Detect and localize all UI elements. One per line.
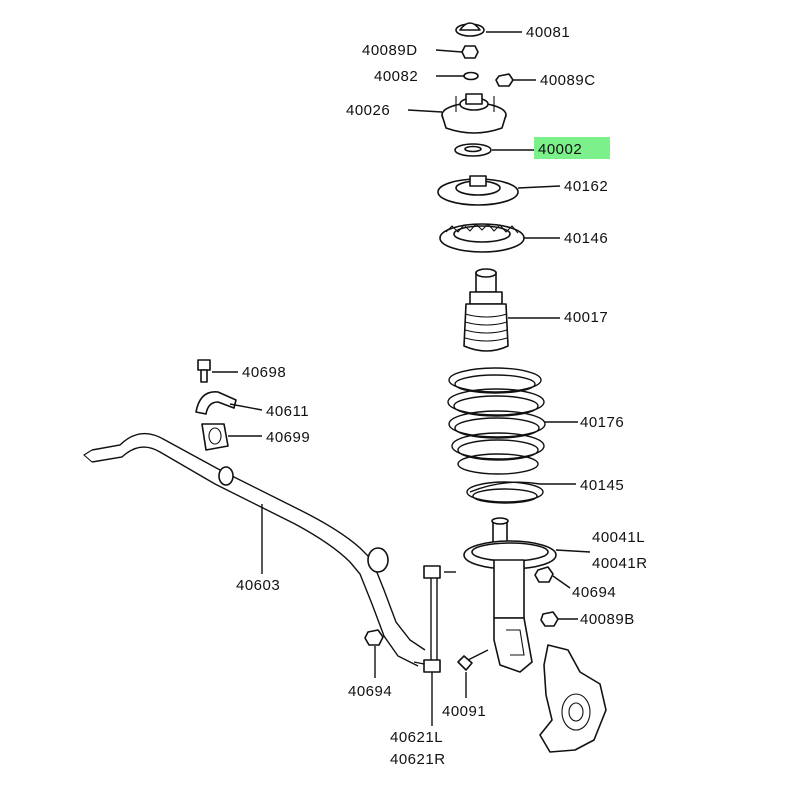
part-40603-stabilizer-bar[interactable] [83,432,426,667]
label-40694-strut: 40694 [572,584,616,601]
part-40089C-nut[interactable] [495,73,514,87]
part-40026-strut-mount[interactable] [441,93,507,134]
label-40176: 40176 [580,414,624,431]
part-40699-bushing[interactable] [201,423,229,451]
label-40041L: 40041L [592,529,645,546]
label-40698: 40698 [242,364,286,381]
label-40621L: 40621L [390,729,443,746]
label-40041R: 40041R [592,555,648,572]
label-40081: 40081 [526,24,570,41]
label-40082: 40082 [374,68,418,85]
part-40694-nut-strut[interactable] [534,566,554,583]
part-40146-spring-pad[interactable] [439,223,525,253]
leader-lines [212,31,591,726]
label-40611: 40611 [266,403,309,420]
part-40089B-nut[interactable] [540,611,559,627]
label-40002: 40002 [538,141,582,158]
label-40091: 40091 [442,703,486,720]
part-40082-washer[interactable] [463,71,479,81]
part-40162-upper-spring-seat[interactable] [437,175,519,206]
label-40603: 40603 [236,577,280,594]
part-40698-bolt[interactable] [197,359,211,383]
part-40089D-nut[interactable] [461,45,479,59]
label-40089D: 40089D [362,42,418,59]
part-40621-stabilizer-link[interactable] [413,565,456,673]
label-40089B: 40089B [580,611,635,628]
label-40145: 40145 [580,477,624,494]
part-40017-bump-stop[interactable] [463,268,509,352]
label-40089C: 40089C [540,72,596,89]
part-40002-bearing[interactable] [454,143,492,157]
part-40145-lower-spring-pad[interactable] [466,481,544,504]
part-40176-coil-spring[interactable] [447,367,546,475]
label-40694-bar: 40694 [348,683,392,700]
label-40699: 40699 [266,429,310,446]
label-40146: 40146 [564,230,608,247]
label-40017: 40017 [564,309,608,326]
part-40091-bolt[interactable] [457,649,489,671]
label-40026: 40026 [346,102,390,119]
part-40041-strut[interactable] [463,517,557,673]
part-40081-cap[interactable] [455,22,485,37]
label-40621R: 40621R [390,751,446,768]
part-40611-bracket[interactable] [195,391,237,415]
highlight-40002 [534,137,610,159]
steering-knuckle [539,644,607,753]
part-40694-nut-bar[interactable] [364,629,384,646]
label-40162: 40162 [564,178,608,195]
